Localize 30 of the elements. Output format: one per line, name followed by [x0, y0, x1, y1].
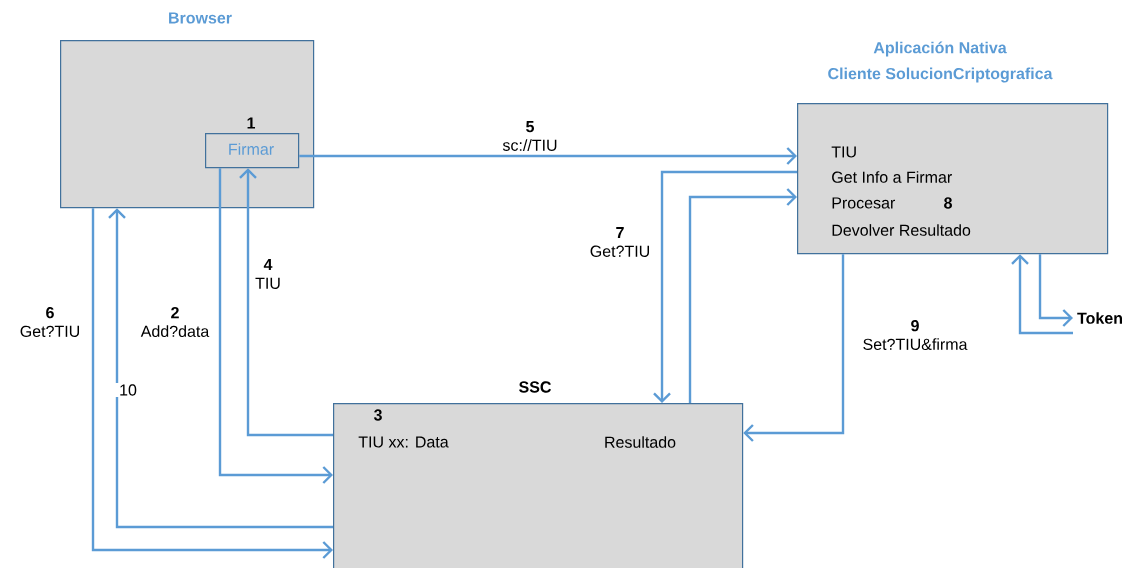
edge-label: 7 Get?TIU: [588, 225, 652, 259]
edge-label: 10: [113, 383, 143, 397]
arrow: [688, 188, 797, 403]
step-number: 8: [944, 197, 952, 209]
box-heading: Browser: [169, 12, 232, 24]
step-number: 3: [373, 409, 382, 421]
box-text: TIU: [831, 146, 856, 158]
box-text: Devolver Resultado: [832, 224, 971, 236]
box-heading: SSC: [519, 381, 552, 393]
box-heading: Cliente SolucionCriptografica: [828, 67, 1053, 83]
arrow: [1011, 254, 1073, 335]
box-text: Get Info a Firmar: [832, 171, 952, 183]
box-text: Procesar: [832, 197, 896, 209]
edge-label: 9 Set?TIU&firma: [860, 318, 970, 352]
edge-label: 2 Add?data: [139, 305, 211, 339]
edge-label: 6 Get?TIU: [18, 305, 82, 339]
arrow: [239, 168, 333, 437]
arrow: [1038, 254, 1073, 327]
endpoint-label: Token: [1077, 312, 1122, 324]
arrow: [218, 168, 333, 484]
step-number: 1: [247, 117, 255, 129]
button-label: Firmar: [229, 143, 274, 155]
arrow: [653, 170, 797, 403]
edge-label: 4 TIU: [250, 257, 286, 291]
box-heading: Aplicación Nativa: [873, 41, 1007, 57]
arrow: [743, 254, 845, 442]
arrow: [299, 147, 797, 165]
edge-label: 5 sc://TIU: [498, 119, 562, 153]
box-text: Resultado: [605, 436, 676, 448]
box-text: TIU xx: Data: [358, 436, 449, 448]
